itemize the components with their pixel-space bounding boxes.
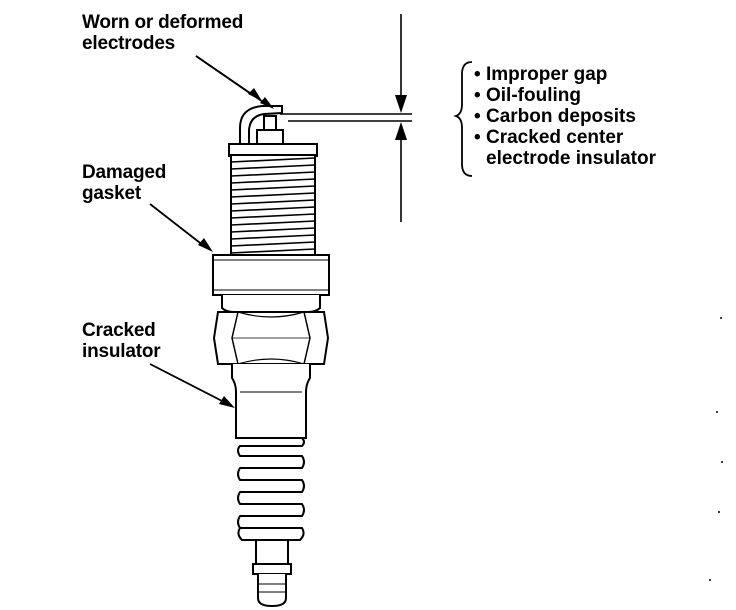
hex-nut (212, 311, 330, 365)
bullet: • (474, 85, 481, 106)
gap-dimension (280, 14, 412, 222)
electrodes-arrowhead-1 (248, 88, 262, 101)
insulator-leader-arrow (149, 363, 227, 404)
insulator-neck (231, 364, 311, 439)
gasket-leader-arrow (149, 203, 205, 247)
gap-note-text: Improper gap (486, 64, 608, 85)
gap-arrowhead-down (395, 95, 407, 113)
gap-note-item: •Cracked center (474, 127, 656, 148)
bullet: • (474, 64, 481, 85)
gasket-label-line-1: Damaged (82, 162, 167, 183)
bullet: • (474, 127, 481, 148)
gap-note-text: Carbon deposits (486, 106, 636, 127)
terminal (252, 539, 292, 608)
gap-notes-brace (453, 61, 473, 177)
gasket-label: Damaged gasket (82, 162, 166, 204)
center-electrode (256, 115, 284, 145)
gap-notes-list: •Improper gap •Oil-fouling •Carbon depos… (474, 64, 656, 169)
electrodes-arrowhead-2 (260, 97, 274, 109)
electrodes-label-line-1: Worn or deformed (82, 12, 244, 33)
ground-electrode (239, 105, 283, 150)
gasket-arrowhead (198, 238, 213, 252)
bullet: • (474, 106, 481, 127)
shell-neck (221, 295, 321, 313)
insulator-label: Cracked insulator (82, 320, 161, 362)
gap-note-text: Cracked center (486, 127, 624, 148)
electrodes-label-line-2: electrodes (82, 33, 176, 54)
gasket (212, 254, 330, 296)
gap-note-item: •Improper gap (474, 64, 656, 85)
scan-specks (709, 317, 723, 581)
insulator-label-line-1: Cracked (82, 320, 156, 341)
gap-arrowhead-up (395, 122, 407, 140)
insulator-ribs (237, 437, 305, 541)
insulator-arrowhead (219, 396, 235, 408)
gap-note-item: •Oil-fouling (474, 85, 656, 106)
thread-lines (230, 157, 316, 254)
gap-note-item: •Carbon deposits (474, 106, 656, 127)
gasket-label-line-2: gasket (82, 183, 142, 204)
electrodes-label: Worn or deformed electrodes (82, 12, 243, 54)
gap-note-continuation: electrode insulator (486, 148, 656, 169)
gap-note-text: Oil-fouling (486, 85, 581, 106)
insulator-label-line-2: insulator (82, 341, 161, 362)
